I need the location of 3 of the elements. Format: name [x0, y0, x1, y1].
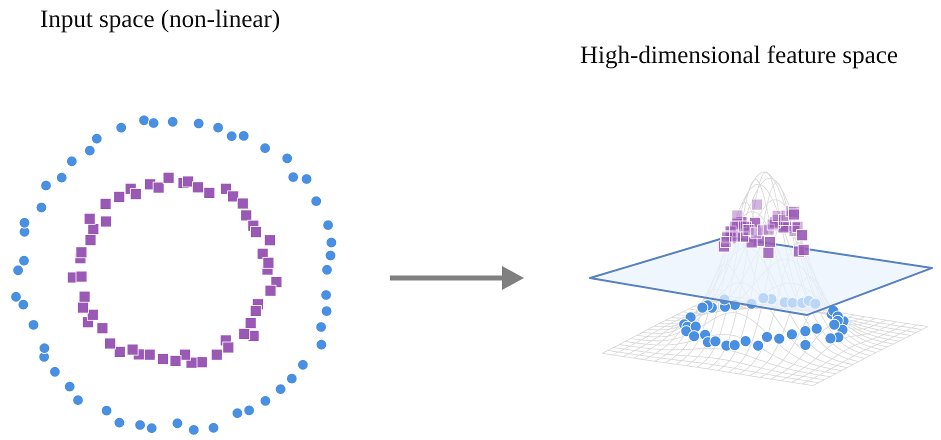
arrow [390, 266, 524, 290]
panel-title: Input space (non-linear) [40, 5, 280, 35]
panel-title: High-dimensional feature space [580, 41, 898, 71]
